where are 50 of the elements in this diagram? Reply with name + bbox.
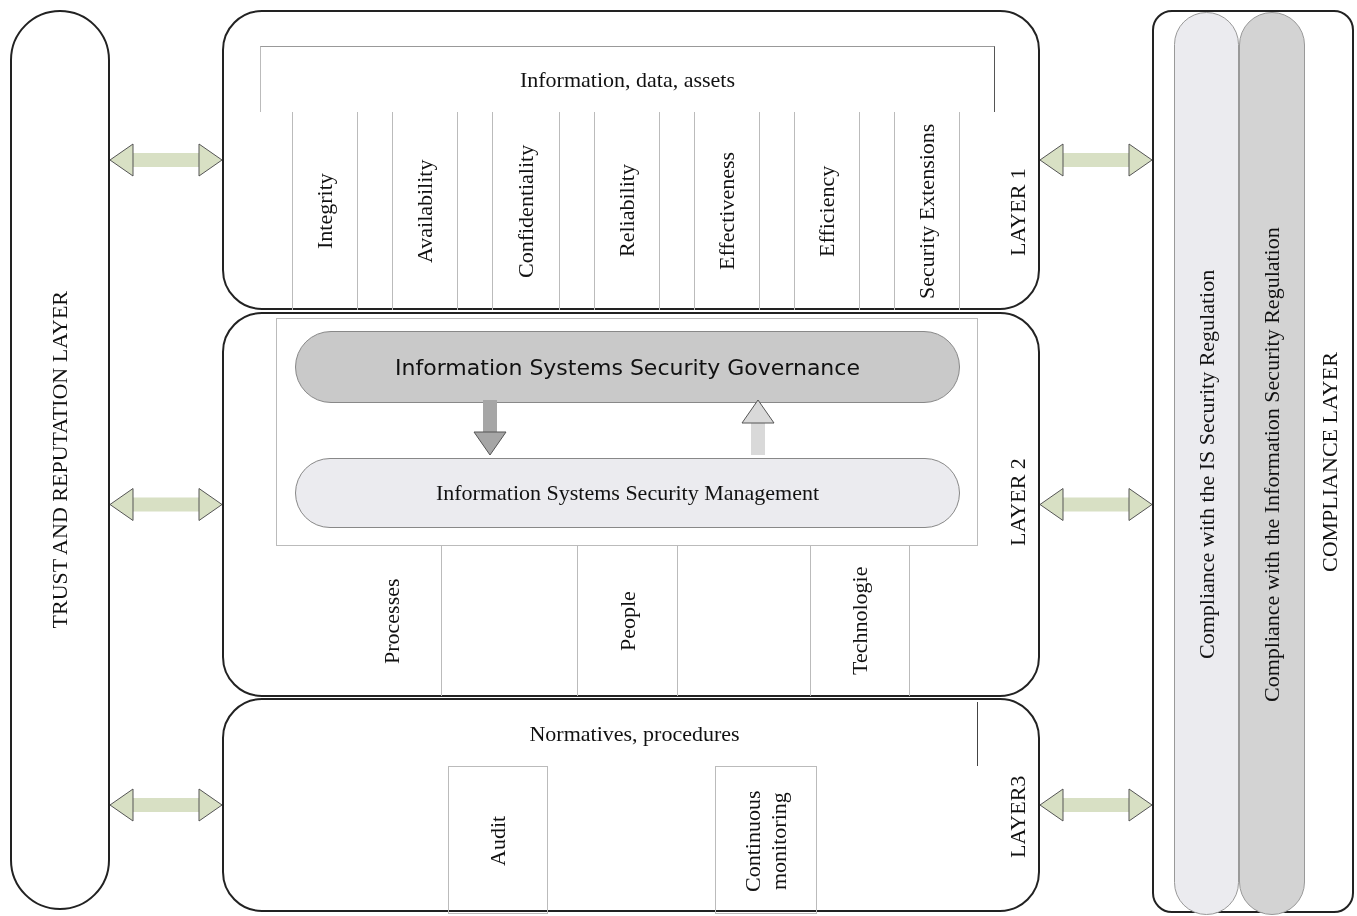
column-label: Processes	[377, 577, 405, 666]
layer-panel	[1152, 10, 1354, 913]
layer-panel	[222, 10, 1040, 310]
column-label: Availability	[411, 158, 438, 265]
column-strip	[292, 112, 358, 310]
block-arrow	[741, 399, 775, 455]
layer-panel	[222, 698, 1040, 912]
column-strip	[594, 112, 660, 310]
pill-label: Information Systems Security Governance	[395, 354, 860, 380]
column-strip	[392, 112, 458, 310]
column-label: Efficiency	[813, 164, 840, 259]
column-strip	[894, 112, 960, 310]
layer-label: LAYER3	[1004, 774, 1031, 861]
column-label: Security Extensions	[913, 122, 940, 301]
column-label: Reliability	[613, 163, 640, 260]
process-box	[448, 766, 548, 914]
column-strip	[492, 112, 560, 310]
pill-band	[1174, 12, 1239, 915]
layer-label: LAYER 1	[1004, 167, 1031, 258]
column-strip	[577, 546, 678, 696]
pill-band	[1239, 12, 1305, 915]
column-label: Effectiveness	[713, 150, 740, 273]
band-label: Compliance with the Information Security Regulation	[1258, 226, 1285, 704]
layer-label: TRUST AND REPUTATION LAYER	[47, 291, 73, 629]
process-box	[715, 766, 817, 914]
pill-label: Information Systems Security Management	[435, 480, 820, 506]
double-arrow	[109, 488, 223, 521]
column-strip	[810, 546, 910, 696]
double-arrow	[1039, 143, 1153, 177]
layer-label: COMPLIANCE LAYER	[1316, 351, 1343, 574]
column-strip	[694, 112, 760, 310]
column-label: Continuous monitoring	[739, 789, 792, 894]
double-arrow	[1039, 488, 1153, 521]
column-label: Technologie	[846, 565, 873, 678]
double-arrow	[109, 788, 223, 822]
block-arrow	[473, 400, 507, 456]
column-label: People	[613, 590, 641, 653]
grouping-frame	[276, 318, 978, 546]
band-label: Compliance with the IS Security Regulation	[1192, 268, 1220, 662]
layer-label: LAYER 2	[1004, 457, 1031, 548]
header-label: Information, data, assets	[519, 66, 736, 93]
column-label: Integrity	[311, 172, 338, 251]
column-label: Confidentiality	[512, 143, 539, 280]
header-label: Normatives, procedures	[529, 721, 740, 747]
layer-panel	[222, 312, 1040, 697]
double-arrow	[1039, 788, 1153, 822]
header-bracket	[260, 46, 995, 112]
column-label: Audit	[484, 814, 511, 869]
double-arrow	[109, 143, 223, 177]
column-strip	[794, 112, 860, 310]
